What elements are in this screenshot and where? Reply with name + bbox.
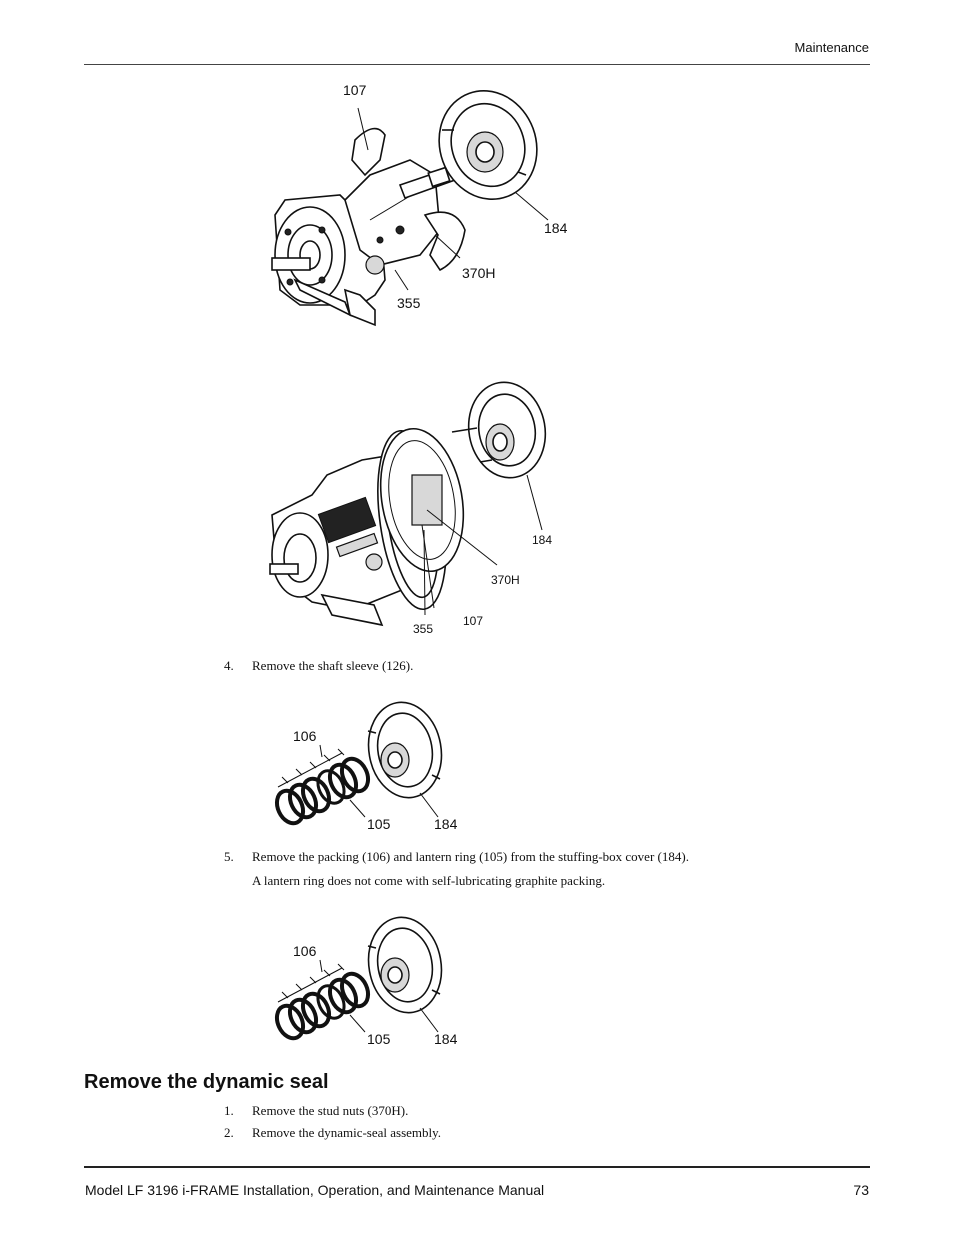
fig4-label-106: 106 xyxy=(293,943,317,959)
step-5-note: A lantern ring does not come with self-l… xyxy=(252,873,606,888)
step-4: 4. Remove the shaft sleeve (126). xyxy=(224,658,413,674)
section-step-2-number: 2. xyxy=(224,1125,234,1140)
fig3-label-184: 184 xyxy=(434,816,458,832)
step-5-number: 5. xyxy=(224,849,234,864)
section-step-1-text: Remove the stud nuts (370H). xyxy=(252,1103,409,1118)
fig1-label-107: 107 xyxy=(343,82,367,98)
fig3-label-106: 106 xyxy=(293,728,317,744)
footer-manual-title: Model LF 3196 i-FRAME Installation, Oper… xyxy=(85,1182,545,1198)
step-4-number: 4. xyxy=(224,658,234,673)
packing-rings xyxy=(274,971,371,1041)
fig4-label-184: 184 xyxy=(434,1031,458,1047)
fig1-label-370h: 370H xyxy=(462,265,495,281)
footer-rule xyxy=(84,1166,870,1168)
step-5: 5. Remove the packing (106) and lantern r… xyxy=(224,849,689,865)
step-5-text: Remove the packing (106) and lantern rin… xyxy=(252,849,689,864)
header-rule xyxy=(84,64,870,65)
fig2-label-355: 355 xyxy=(413,622,433,636)
figure-packing-1: 106 105 184 xyxy=(274,701,458,832)
page-header-section: Maintenance xyxy=(794,40,869,55)
fig2-label-370h: 370H xyxy=(491,573,520,587)
fig3-label-105: 105 xyxy=(367,816,391,832)
figure-exploded-frame-2: 184 370H 355 107 xyxy=(269,381,552,636)
section-step-2-text: Remove the dynamic-seal assembly. xyxy=(252,1125,442,1140)
section-title: Remove the dynamic seal xyxy=(84,1071,329,1093)
section-step-2: 2. Remove the dynamic-seal assembly. xyxy=(224,1125,441,1141)
section-step-1: 1. Remove the stud nuts (370H). xyxy=(224,1103,408,1119)
step-4-text: Remove the shaft sleeve (126). xyxy=(252,658,414,673)
packing-rings xyxy=(274,756,371,826)
section-step-1-number: 1. xyxy=(224,1103,234,1118)
figure-exploded-frame-1: 107 184 370H 355 xyxy=(271,82,568,327)
fig4-label-105: 105 xyxy=(367,1031,391,1047)
fig1-label-184: 184 xyxy=(544,220,568,236)
fig2-label-107: 107 xyxy=(463,614,483,628)
fig2-label-184: 184 xyxy=(532,533,552,547)
figure-packing-2: 106 105 184 xyxy=(274,916,458,1047)
fig1-label-355: 355 xyxy=(397,295,421,311)
page-number: 73 xyxy=(853,1182,869,1198)
